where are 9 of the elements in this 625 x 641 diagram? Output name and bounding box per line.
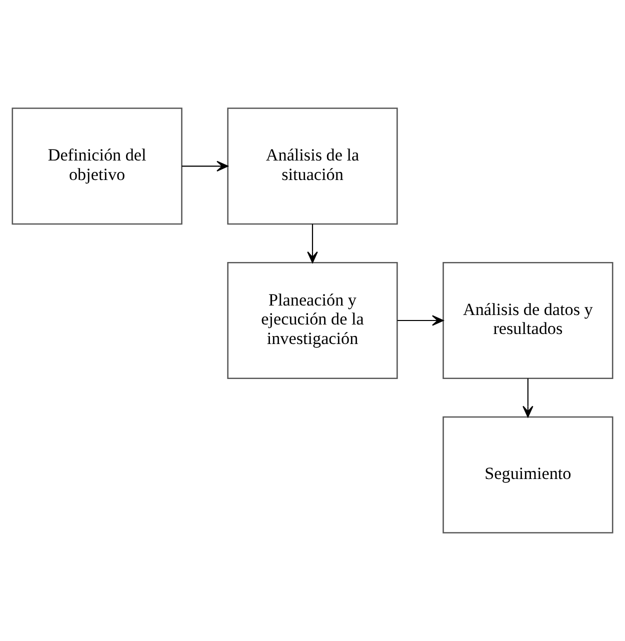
node-box: Definición del objetivo [12,108,182,225]
arrow [182,160,228,172]
arrow [307,224,318,264]
node-box: Seguimiento [442,416,614,534]
arrow [397,315,444,326]
node-box: Planeación y ejecución de la investigación [227,262,398,380]
node-box: Análisis de datos y resultados [442,262,614,380]
arrow [522,378,534,418]
node-box: Análisis de la situación [227,108,398,225]
